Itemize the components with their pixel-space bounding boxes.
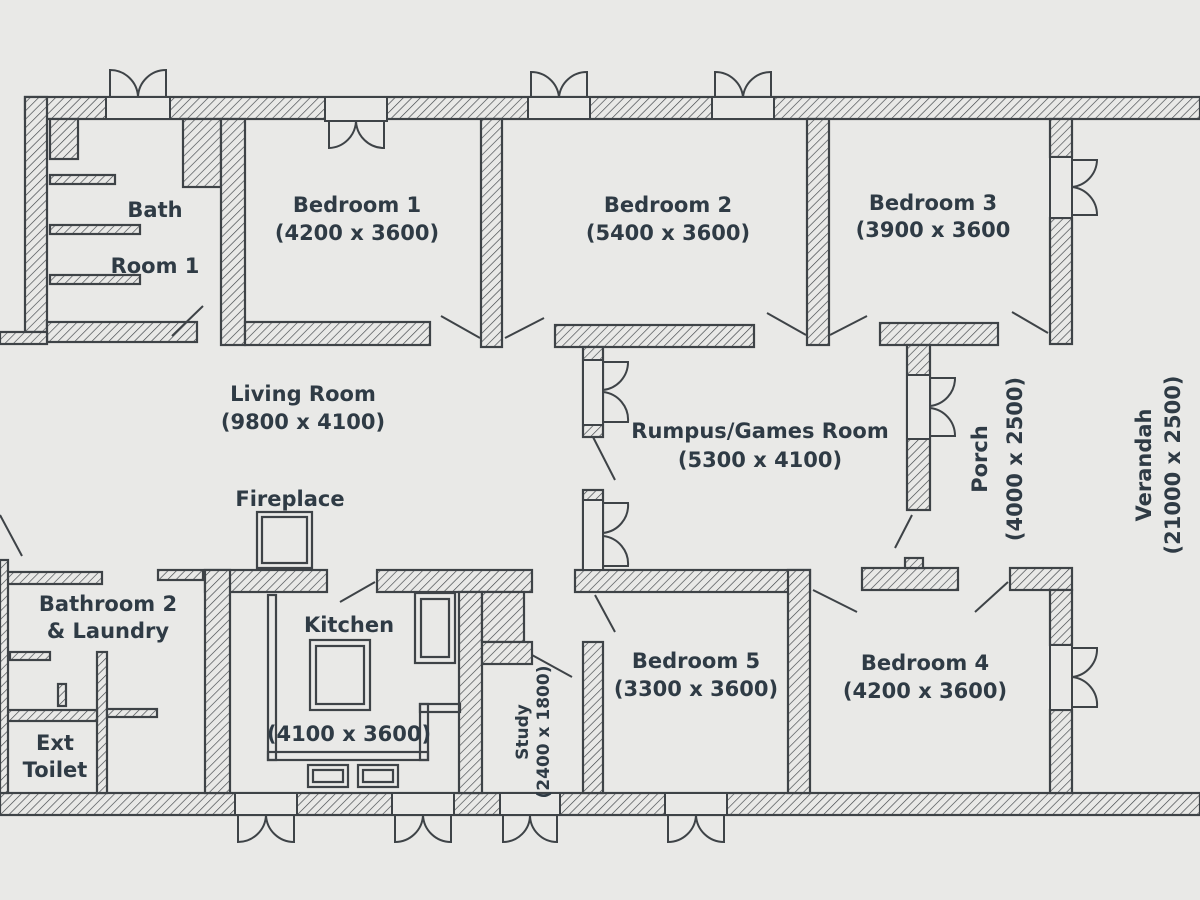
top-door-bedroom2-right — [711, 70, 775, 120]
bedroom5-size: (3300 x 3600) — [614, 677, 778, 701]
left-wall-upper — [23, 95, 49, 334]
bathroom2-label-line1: Bathroom 2 — [39, 592, 177, 616]
rumpus-top-wall — [553, 323, 756, 349]
doors — [0, 68, 1099, 844]
porch-bottom-wall — [860, 566, 960, 592]
bedroom1-bottom-wall — [243, 320, 432, 347]
bedroom3-size: (3900 x 3600 — [856, 218, 1011, 242]
bedroom1-left-wall — [219, 117, 247, 347]
bedroom2-right-wall — [805, 117, 831, 347]
ext-toilet-label-line2: Toilet — [23, 758, 88, 782]
porch-name: Porch — [968, 425, 992, 493]
bottom-door-bedroom5 — [664, 792, 728, 844]
bedroom3-right-wall — [1048, 216, 1074, 346]
living-room-size: (9800 x 4100) — [221, 410, 385, 434]
kitchen-fixtures — [255, 510, 462, 789]
fireplace-label: Fireplace — [235, 487, 344, 511]
kitchen-bench — [413, 591, 457, 665]
verandah-name: Verandah — [1132, 409, 1156, 522]
kitchen-left-wall — [203, 568, 232, 795]
kitchen-right-wall — [457, 590, 484, 795]
top-wall — [23, 95, 1200, 121]
top-door-bedroom1 — [324, 96, 388, 150]
bedroom4-right-wall — [1048, 708, 1074, 795]
bedroom5-name: Bedroom 5 — [632, 649, 760, 673]
bottom-door-kitchen-left — [234, 792, 298, 844]
kitchen-sink-right — [356, 763, 400, 789]
bedroom1-name: Bedroom 1 — [293, 193, 421, 217]
kitchen-sink-left — [306, 763, 350, 789]
rumpus-size: (5300 x 4100) — [678, 448, 842, 472]
bedroom3-name: Bedroom 3 — [869, 191, 997, 215]
bedroom2-size: (5400 x 3600) — [586, 221, 750, 245]
bath-room1-label-line2: Room 1 — [111, 254, 200, 278]
bath-room1-label-line1: Bath — [127, 198, 182, 222]
living-room-name: Living Room — [230, 382, 376, 406]
bedroom2-name: Bedroom 2 — [604, 193, 732, 217]
bottom-door-kitchen-right — [391, 792, 455, 844]
bedroom5-left-wall — [581, 640, 605, 795]
kitchen-size: (4100 x 3600) — [267, 722, 431, 746]
bedroom1-right-wall — [479, 117, 504, 349]
room-labels: Bath Room 1 Bedroom 1 (4200 x 3600) Bedr… — [23, 191, 1185, 798]
bedroom1-size: (4200 x 3600) — [275, 221, 439, 245]
study-size: (2400 x 1800) — [534, 666, 554, 799]
rumpus-name: Rumpus/Games Room — [631, 419, 888, 443]
walls — [0, 95, 1200, 817]
top-door-bath — [105, 68, 171, 120]
kitchen-island — [308, 638, 372, 712]
ext-toilet-label-line1: Ext — [36, 731, 74, 755]
verandah-size: (21000 x 2500) — [1161, 376, 1185, 555]
rumpus-door-upper — [582, 359, 630, 426]
kitchen-top-wall-right — [375, 568, 534, 594]
bedroom5-right-wall — [786, 568, 812, 795]
bedroom4-name: Bedroom 4 — [861, 651, 989, 675]
bottom-door-study — [499, 792, 561, 844]
porch-size: (4000 x 2500) — [1003, 377, 1027, 541]
fireplace-box — [255, 510, 314, 570]
bedroom5-top-wall — [573, 568, 812, 594]
rumpus-door-lower — [582, 499, 630, 571]
bedroom3-side-door — [1049, 156, 1099, 219]
bedroom4-side-door — [1049, 644, 1099, 711]
bath-bottom-wall — [45, 320, 199, 344]
bottom-wall — [0, 791, 1200, 817]
kitchen-name: Kitchen — [304, 613, 394, 637]
study-name: Study — [513, 704, 533, 760]
porch-top-wall — [878, 321, 1000, 347]
bedroom4-size: (4200 x 3600) — [843, 679, 1007, 703]
top-door-bedroom2-left — [527, 70, 591, 120]
bathroom2-label-line2: & Laundry — [47, 619, 169, 643]
porch-door — [906, 374, 957, 440]
